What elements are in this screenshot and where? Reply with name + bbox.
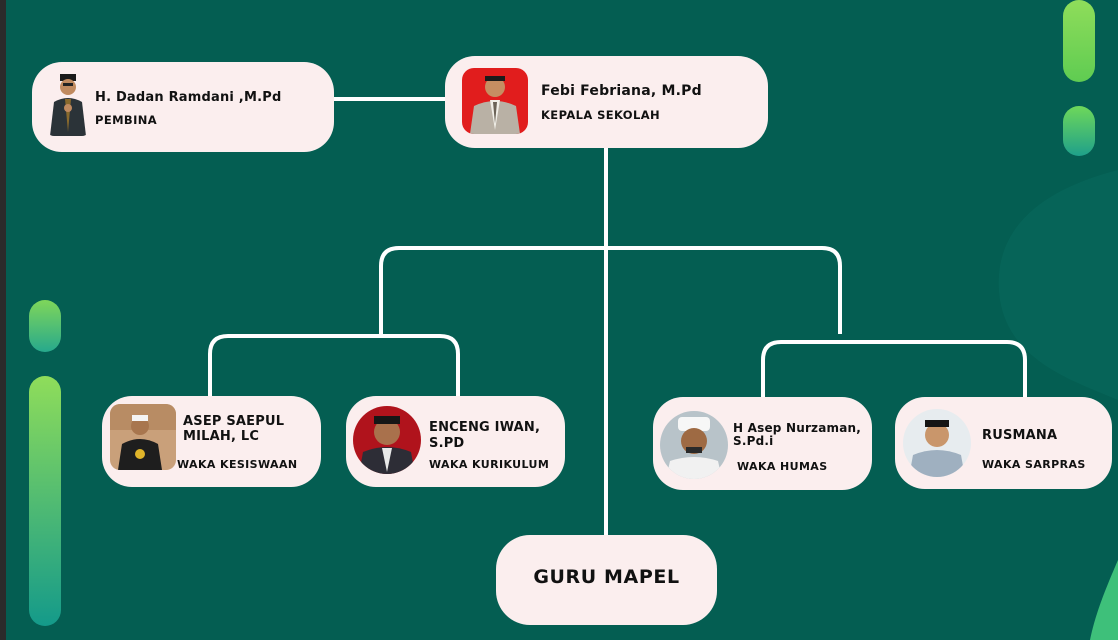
decor-pill-top-right: [1063, 0, 1095, 82]
waka-kurikulum-role: WAKA KURIKULUM: [429, 458, 550, 471]
waka-humas-photo: [660, 411, 728, 479]
right-branch: [761, 340, 1027, 397]
guru-mapel-card[interactable]: GURU MAPEL: [496, 535, 717, 625]
waka-sarpras-photo: [903, 409, 971, 477]
pembina-card[interactable]: H. Dadan Ramdani ,M.Pd PEMBINA: [32, 62, 334, 152]
decor-pill-left-small: [29, 300, 61, 352]
decor-pill-right: [1063, 106, 1095, 156]
waka-humas-name-line1: H Asep Nurzaman,: [733, 421, 862, 435]
decor-pill-left-tall: [29, 376, 61, 626]
waka-kesiswaan-card[interactable]: ASEP SAEPUL MILAH, LC WAKA KESISWAAN: [102, 396, 321, 487]
left-edge: [0, 0, 6, 640]
pembina-role: PEMBINA: [95, 113, 158, 127]
kepala-sekolah-photo: [462, 68, 528, 134]
waka-kurikulum-card[interactable]: ENCENG IWAN, S.PD WAKA KURIKULUM: [346, 396, 565, 487]
waka-sarpras-card[interactable]: RUSMANA WAKA SARPRAS: [895, 397, 1112, 489]
level-one-branch: [379, 246, 842, 334]
waka-humas-card[interactable]: H Asep Nurzaman, S.Pd.i WAKA HUMAS: [653, 397, 872, 490]
waka-sarpras-name: RUSMANA: [982, 428, 1058, 443]
waka-sarpras-role: WAKA SARPRAS: [982, 458, 1086, 471]
waka-humas-name-line2: S.Pd.i: [733, 434, 774, 448]
waka-kurikulum-photo: [353, 406, 421, 474]
kepala-sekolah-name: Febi Febriana, M.Pd: [541, 83, 702, 99]
waka-humas-role: WAKA HUMAS: [737, 460, 828, 473]
waka-kesiswaan-role: WAKA KESISWAAN: [177, 458, 298, 471]
pembina-name: H. Dadan Ramdani ,M.Pd: [95, 90, 282, 105]
guru-mapel-label: GURU MAPEL: [533, 566, 680, 588]
waka-kurikulum-name-line2: S.PD: [429, 436, 465, 451]
waka-kesiswaan-photo: [110, 404, 176, 470]
waka-kesiswaan-name-line2: MILAH, LC: [183, 429, 260, 444]
waka-kesiswaan-name-line1: ASEP SAEPUL: [183, 414, 285, 429]
pembina-photo: [46, 72, 90, 136]
kepala-sekolah-card[interactable]: Febi Febriana, M.Pd KEPALA SEKOLAH: [445, 56, 768, 148]
kepala-sekolah-role: KEPALA SEKOLAH: [541, 108, 661, 122]
waka-kurikulum-name-line1: ENCENG IWAN,: [429, 420, 541, 435]
left-branch: [208, 334, 460, 397]
